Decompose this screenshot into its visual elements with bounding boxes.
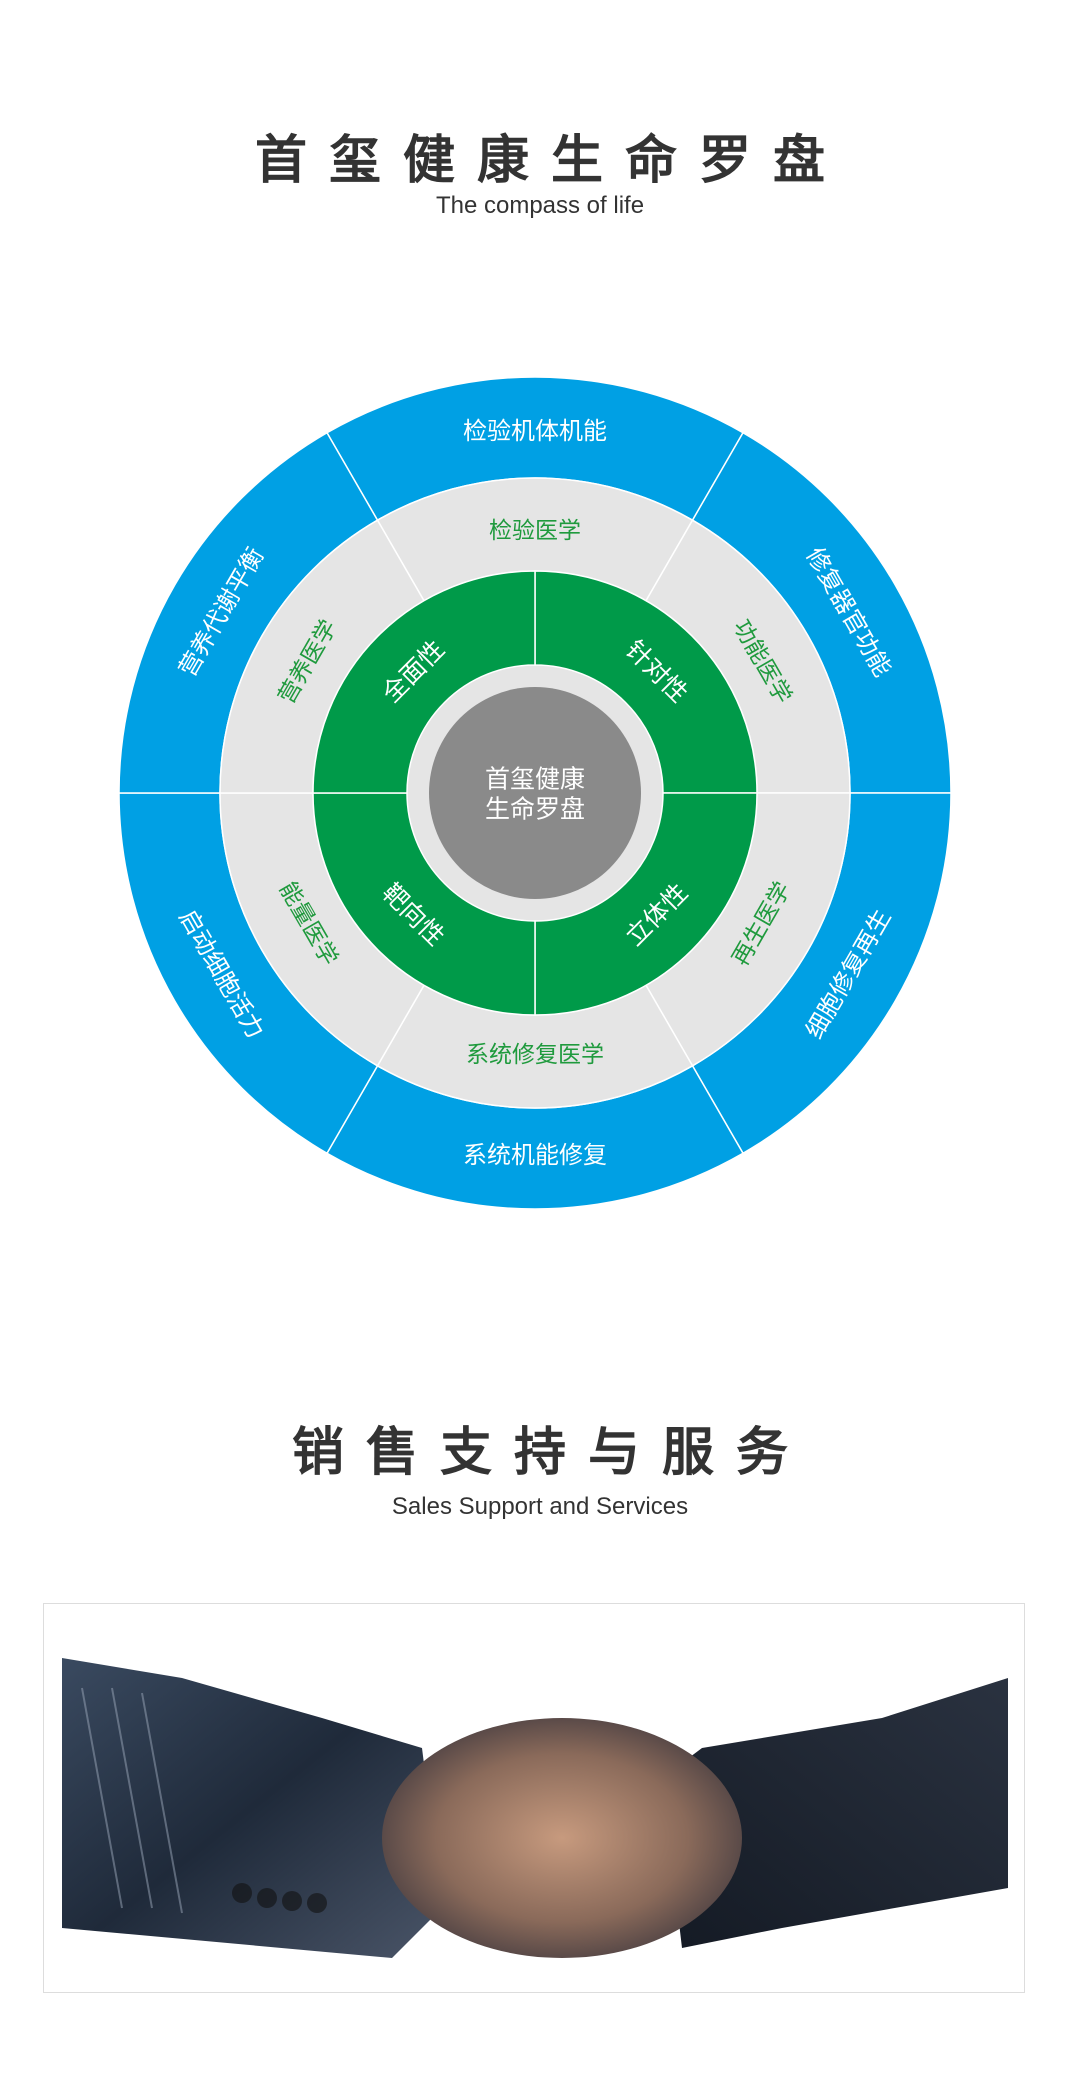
outer-label-3: 系统机能修复	[463, 1141, 607, 1169]
middle-label-0: 检验医学	[489, 518, 581, 544]
section-title: 销售支持与服务	[291, 1423, 810, 1483]
inner-segment	[312, 570, 536, 794]
inner-segment	[534, 792, 758, 1016]
core-circle	[429, 687, 641, 899]
handshake-image	[62, 1658, 1008, 1978]
section-subtitle: Sales Support and Services	[391, 1493, 689, 1520]
life-compass-diagram: 检验机体机能修复器官功能细胞修复再生系统机能修复启动细胞活力营养代谢平衡检验医学…	[118, 376, 952, 1210]
center-label-0: 首玺健康	[485, 765, 585, 794]
middle-label-3: 系统修复医学	[466, 1042, 604, 1068]
outer-label-0: 检验机体机能	[463, 417, 607, 445]
page-title: 首玺健康生命罗盘	[254, 131, 847, 191]
inner-segment	[312, 792, 536, 1016]
page-subtitle: The compass of life	[435, 192, 645, 219]
center-label-1: 生命罗盘	[485, 795, 585, 824]
handshake-image-frame	[43, 1603, 1025, 1993]
inner-segment	[534, 570, 758, 794]
